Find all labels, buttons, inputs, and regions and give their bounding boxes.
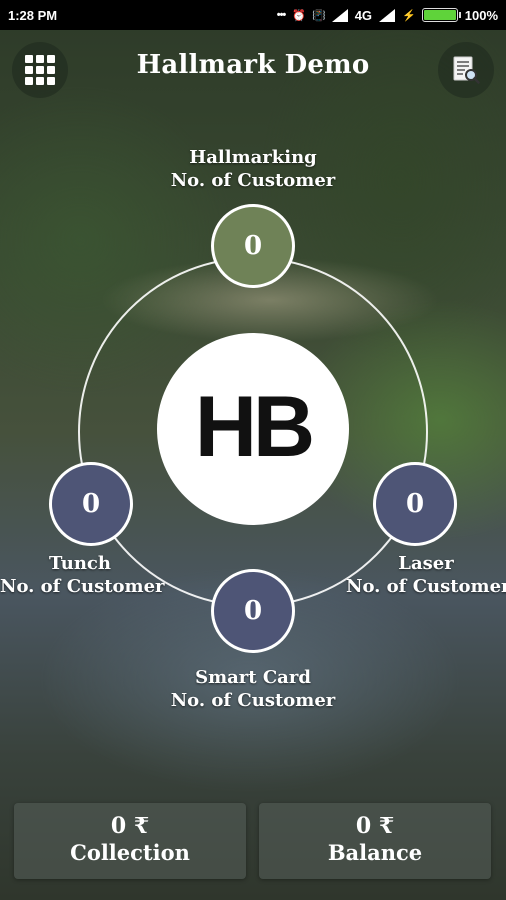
signal-icon-2 [379, 8, 396, 22]
report-search-icon [453, 56, 480, 84]
vibrate-icon: 📳 [312, 9, 326, 22]
hallmarking-subtitle: No. of Customer [170, 170, 336, 191]
menu-button[interactable] [12, 42, 68, 98]
battery-level [423, 10, 456, 20]
collection-card[interactable]: 0 ₹ Collection [14, 803, 246, 879]
balance-card[interactable]: 0 ₹ Balance [259, 803, 491, 879]
laser-label: Laser No. of Customer [346, 552, 506, 598]
status-bar: 1:28 PM ••• ⏰ 📳 4G ⚡ 100% [0, 0, 506, 30]
report-button[interactable] [438, 42, 494, 98]
hb-logo: HB [157, 333, 349, 525]
charging-icon: ⚡ [402, 9, 416, 22]
laser-name: Laser [398, 553, 454, 574]
more-notifications-icon: ••• [276, 9, 287, 21]
smart-card-count-button[interactable]: 0 [211, 569, 295, 653]
balance-value: 0 ₹ [355, 813, 395, 839]
smart-card-count: 0 [243, 596, 263, 626]
hallmarking-count-button[interactable]: 0 [211, 204, 295, 288]
alarm-icon: ⏰ [292, 9, 306, 22]
smart-card-name: Smart Card [195, 667, 311, 688]
collection-label: Collection [70, 840, 190, 865]
grid-menu-icon [25, 55, 55, 85]
signal-icon [331, 8, 348, 22]
smart-card-subtitle: No. of Customer [170, 690, 336, 711]
laser-count-button[interactable]: 0 [373, 462, 457, 546]
collection-value: 0 ₹ [110, 813, 150, 839]
tunch-label: Tunch No. of Customer [0, 552, 165, 598]
tunch-subtitle: No. of Customer [0, 576, 165, 597]
battery-icon [421, 8, 461, 22]
svg-text:HB: HB [195, 384, 312, 474]
laser-subtitle: No. of Customer [346, 576, 506, 597]
tunch-count: 0 [81, 489, 101, 519]
app-header: Hallmark Demo [0, 30, 506, 106]
hallmarking-name: Hallmarking [189, 147, 317, 168]
smart-card-label: Smart Card No. of Customer [133, 666, 373, 712]
hb-logo-mark: HB [195, 384, 316, 474]
status-icons: ••• ⏰ 📳 4G ⚡ 100% [277, 8, 498, 23]
balance-label: Balance [327, 840, 423, 865]
battery-percent: 100% [464, 7, 498, 23]
page-title: Hallmark Demo [136, 50, 370, 80]
network-type: 4G [354, 7, 373, 23]
tunch-name: Tunch [49, 553, 111, 574]
status-time: 1:28 PM [8, 7, 58, 23]
laser-count: 0 [405, 489, 425, 519]
hallmarking-count: 0 [243, 231, 263, 261]
tunch-count-button[interactable]: 0 [49, 462, 133, 546]
hallmarking-label: Hallmarking No. of Customer [133, 146, 373, 192]
